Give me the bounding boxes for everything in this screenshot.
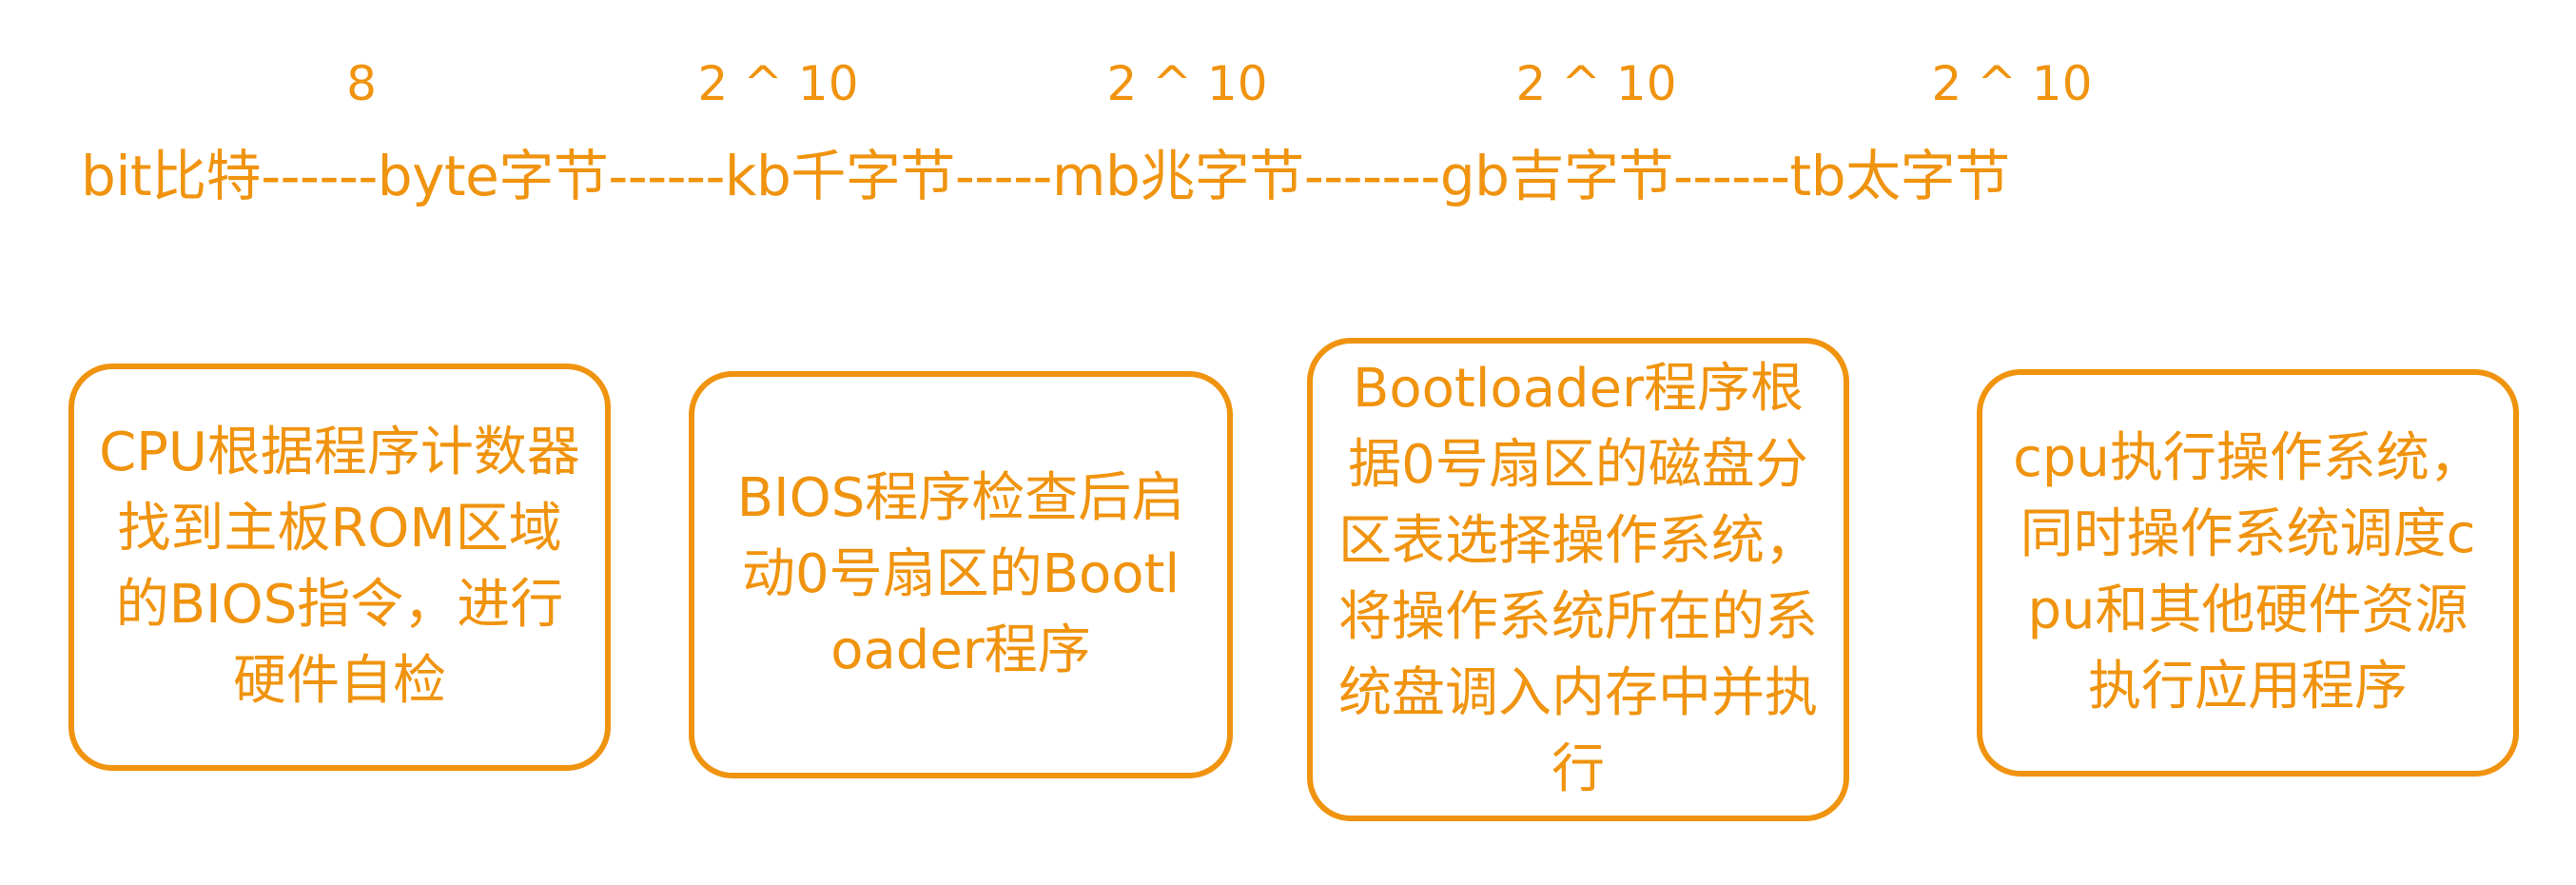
boot-step-text: cpu执行操作系统，同时操作系统调度cpu和其他硬件资源执行应用程序 [2013, 427, 2483, 718]
multiplier-kb-to-mb: 2 ^ 10 [1106, 56, 1268, 111]
boot-step-hardware-check: CPU根据程序计数器找到主板ROM区域的BIOS指令，进行硬件自检 [68, 364, 611, 771]
connector-line: ------ [261, 144, 378, 208]
multiplier-byte-to-kb: 2 ^ 10 [697, 56, 859, 111]
boot-step-text: Bootloader程序根据0号扇区的磁盘分区表选择操作系统，将操作系统所在的系… [1338, 358, 1818, 800]
unit-gb: gb吉字节 [1439, 144, 1674, 208]
unit-kb: kb千字节 [724, 144, 955, 208]
connector-line: ----- [954, 144, 1053, 208]
connector-line: ------ [608, 144, 725, 208]
unit-bit: bit比特 [81, 144, 262, 208]
boot-step-text: CPU根据程序计数器找到主板ROM区域的BIOS指令，进行硬件自检 [99, 422, 580, 712]
connector-line: ------- [1303, 144, 1441, 208]
unit-mb: mb兆字节 [1051, 144, 1304, 208]
multiplier-gb-to-tb: 2 ^ 10 [1931, 56, 2093, 111]
boot-step-text: BIOS程序检查后启动0号扇区的Bootloader程序 [736, 467, 1185, 681]
boot-step-bios: BIOS程序检查后启动0号扇区的Bootloader程序 [689, 371, 1233, 778]
multiplier-mb-to-gb: 2 ^ 10 [1515, 56, 1677, 111]
connector-line: ------ [1672, 144, 1790, 208]
unit-byte: byte字节 [377, 144, 609, 208]
multiplier-bit-to-byte: 8 [346, 56, 377, 111]
unit-tb: tb太字节 [1789, 144, 2011, 208]
unit-chain: bit比特------byte字节------kb千字节-----mb兆字节--… [81, 133, 2010, 219]
boot-step-os-running: cpu执行操作系统，同时操作系统调度cpu和其他硬件资源执行应用程序 [1977, 369, 2519, 777]
boot-step-bootloader: Bootloader程序根据0号扇区的磁盘分区表选择操作系统，将操作系统所在的系… [1307, 338, 1849, 821]
